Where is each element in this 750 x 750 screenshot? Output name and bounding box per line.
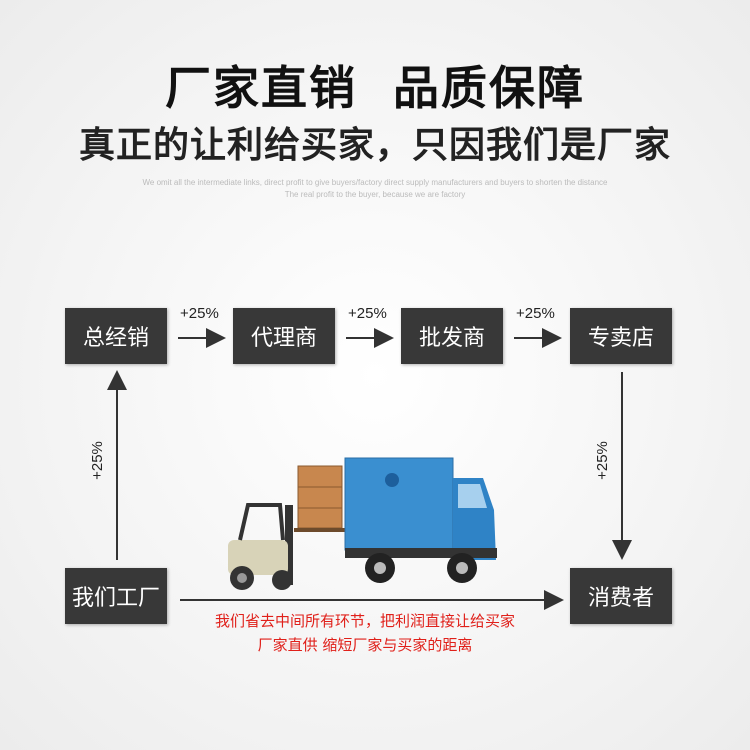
box-wholesaler: 批发商 — [401, 308, 503, 364]
box-retail-store: 专卖店 — [570, 308, 672, 364]
note-line-2: 厂家直供 缩短厂家与买家的距离 — [257, 636, 473, 654]
markup-label-left: +25% — [88, 441, 106, 480]
box-general-distributor: 总经销 — [65, 308, 167, 364]
markup-label-right: +25% — [593, 441, 611, 480]
markup-label-3: +25% — [516, 305, 555, 322]
page-subtitle: 真正的让利给买家，只因我们是厂家 — [78, 125, 671, 166]
markup-label-2: +25% — [348, 305, 387, 322]
note-line-1: 我们省去中间所有环节，把利润直接让给买家 — [214, 612, 515, 630]
markup-label-1: +25% — [180, 305, 219, 322]
box-our-factory: 我们工厂 — [65, 568, 167, 624]
truck-forklift-illustration — [228, 457, 497, 590]
box-consumer: 消费者 — [570, 568, 672, 624]
box-agent: 代理商 — [233, 308, 335, 364]
english-caption-1: We omit all the intermediate links, dire… — [142, 178, 608, 187]
page-title: 厂家直销 品质保障 — [164, 61, 586, 115]
english-caption-2: The real profit to the buyer, because we… — [284, 190, 466, 199]
